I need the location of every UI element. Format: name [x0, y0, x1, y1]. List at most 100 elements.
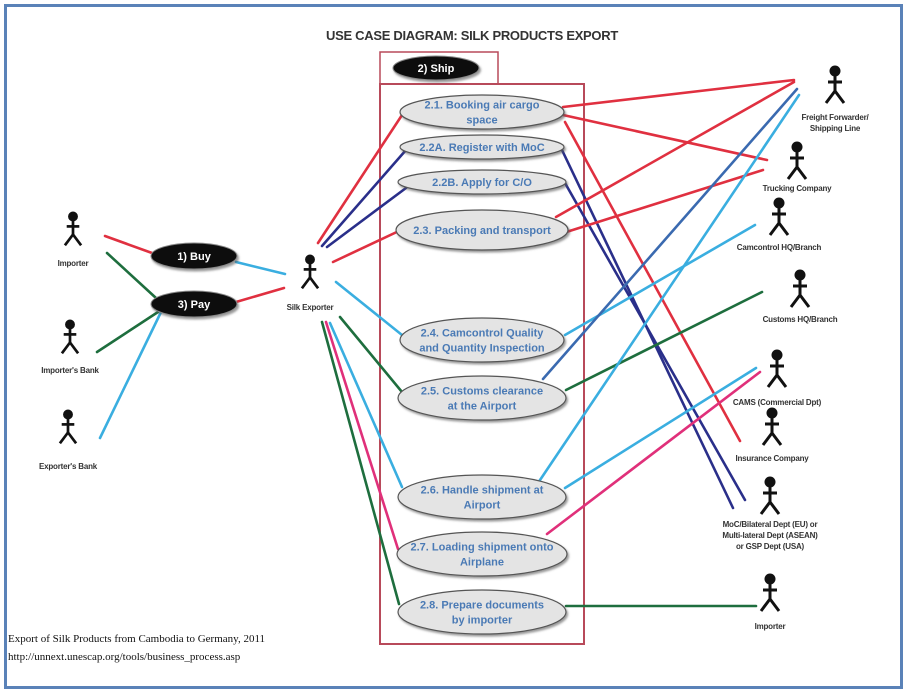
association-importer_left-pay [105, 251, 158, 300]
actor-stick-figure-icon [759, 573, 781, 612]
actor-importers_bank[interactable]: Importer's Bank [41, 319, 100, 375]
association-exporters_bank-pay [98, 308, 164, 440]
use-case-label: 2.2A. Register with MoC [419, 142, 544, 154]
association-uc25-freight [541, 87, 799, 381]
association-uc21-freight [561, 78, 796, 109]
actor-stick-figure-icon [63, 211, 83, 247]
diagram-title: USE CASE DIAGRAM: SILK PRODUCTS EXPORT [326, 28, 618, 43]
association-silk_exporter-uc23 [331, 228, 403, 264]
use-case-ellipse[interactable] [399, 317, 565, 363]
use-case-label: and Quantity Inspection [419, 343, 545, 355]
actor-stick-figure-icon [761, 407, 783, 446]
association-silk_exporter-uc28 [320, 320, 401, 606]
use-case-buy[interactable]: 1) Buy [150, 242, 238, 270]
association-silk_exporter-uc26 [328, 321, 404, 489]
actor-label: Exporter's Bank [39, 462, 98, 471]
actor-stick-figure-icon [60, 319, 80, 355]
association-uc22b-moc [563, 181, 747, 502]
use-case-uc23[interactable]: 2.3. Packing and transport [395, 209, 569, 251]
use-case-uc22a[interactable]: 2.2A. Register with MoC [399, 134, 565, 160]
association-uc26-freight [536, 93, 801, 485]
use-case-ellipse[interactable] [399, 94, 565, 130]
use-case-uc22b[interactable]: 2.2B. Apply for C/O [397, 169, 567, 195]
actor-label: Insurance Company [735, 454, 809, 463]
association-uc23-freight [554, 80, 796, 219]
actor-label: Importer [755, 622, 786, 631]
actor-silk_exporter[interactable]: Silk Exporter [287, 254, 334, 312]
association-buy-silk_exporter [234, 260, 287, 276]
use-case-label: Airplane [460, 557, 504, 569]
actor-label: Silk Exporter [287, 303, 334, 312]
use-case-uc28[interactable]: 2.8. Prepare documents by importer [397, 589, 567, 635]
use-case-ellipse[interactable] [395, 209, 569, 251]
caption-title: Export of Silk Products from Cambodia to… [8, 633, 266, 645]
use-case-ellipse[interactable] [150, 290, 238, 318]
actor-stick-figure-icon [789, 269, 811, 308]
actor-freight[interactable]: Freight Forwarder/Shipping Line [801, 65, 870, 134]
actor-exporters_bank[interactable]: Exporter's Bank [39, 409, 98, 471]
use-case-label: 2.7. Loading shipment onto [411, 542, 554, 554]
use-case-label: 2.1. Booking air cargo [425, 100, 540, 112]
actor-stick-figure-icon [824, 65, 846, 104]
actor-insurance[interactable]: Insurance Company [735, 407, 809, 464]
association-uc24-camcontrol [563, 223, 757, 337]
diagram-nodes: 2) Ship 1) Buy 3) Pay 2.1. Booking air carg… [39, 55, 870, 635]
actor-camcontrol[interactable]: Camcontrol HQ/Branch [737, 197, 822, 253]
actor-label: Importer [58, 259, 89, 268]
use-case-ellipse[interactable] [392, 55, 480, 81]
association-uc25-customs [564, 290, 764, 392]
actor-importer_left[interactable]: Importer [58, 211, 89, 268]
association-lines [95, 78, 801, 608]
actor-label: CAMS (Commercial Dpt) [733, 398, 822, 407]
association-importer_left-buy [103, 234, 154, 255]
use-case-uc24[interactable]: 2.4. Camcontrol Quality and Quantity Insp… [399, 317, 565, 363]
use-case-label: at the Airport [448, 401, 517, 413]
caption-source-url[interactable]: http://unnext.unescap.org/tools/business… [8, 651, 241, 663]
association-silk_exporter-uc22b [325, 186, 408, 249]
actor-label: Freight Forwarder/ [801, 113, 869, 122]
use-case-label: 1) Buy [177, 251, 212, 263]
association-uc27-cams [545, 370, 762, 536]
actor-label: Camcontrol HQ/Branch [737, 243, 822, 252]
association-uc26-cams [563, 366, 758, 490]
use-case-label: 2.4. Camcontrol Quality [421, 328, 545, 340]
use-case-uc25[interactable]: 2.5. Customs clearance at the Airport [397, 375, 567, 421]
actor-customs[interactable]: Customs HQ/Branch [763, 269, 838, 325]
actor-stick-figure-icon [759, 476, 781, 515]
association-silk_exporter-uc27 [324, 320, 400, 551]
association-silk_exporter-uc25 [338, 315, 404, 394]
actor-moc[interactable]: MoC/Bilateral Dept (EU) orMulti-lateral … [722, 476, 818, 552]
use-case-label: by importer [452, 615, 513, 627]
use-case-label: 2.8. Prepare documents [420, 600, 544, 612]
actor-trucking[interactable]: Trucking Company [763, 141, 833, 194]
use-case-ellipse[interactable] [150, 242, 238, 270]
use-case-ellipse[interactable] [396, 531, 568, 577]
use-case-ellipse[interactable] [397, 589, 567, 635]
use-case-label: 2.3. Packing and transport [413, 225, 551, 237]
actor-stick-figure-icon [300, 254, 320, 290]
actor-label: Importer's Bank [41, 366, 99, 375]
use-case-pay[interactable]: 3) Pay [150, 290, 238, 318]
use-case-label: 2.6. Handle shipment at [421, 485, 544, 497]
actor-cams[interactable]: CAMS (Commercial Dpt) [733, 349, 822, 408]
association-uc21-trucking [561, 113, 769, 162]
association-importers_bank-pay [95, 310, 160, 354]
association-uc23-trucking [558, 168, 765, 236]
actor-stick-figure-icon [768, 197, 790, 236]
actor-importer_right[interactable]: Importer [755, 573, 786, 632]
use-case-ellipse[interactable] [397, 375, 567, 421]
association-uc21-insurance [563, 120, 742, 443]
actor-stick-figure-icon [766, 349, 788, 388]
use-case-label: 2.5. Customs clearance [421, 386, 543, 398]
use-case-ellipse[interactable] [397, 474, 567, 520]
use-case-ship[interactable]: 2) Ship [392, 55, 480, 81]
actor-label: or GSP Dept (USA) [736, 542, 805, 551]
use-case-ellipse[interactable] [399, 134, 565, 160]
use-case-ellipse[interactable] [397, 169, 567, 195]
actor-label: Trucking Company [763, 184, 833, 193]
use-case-label: 2.2B. Apply for C/O [432, 177, 532, 189]
